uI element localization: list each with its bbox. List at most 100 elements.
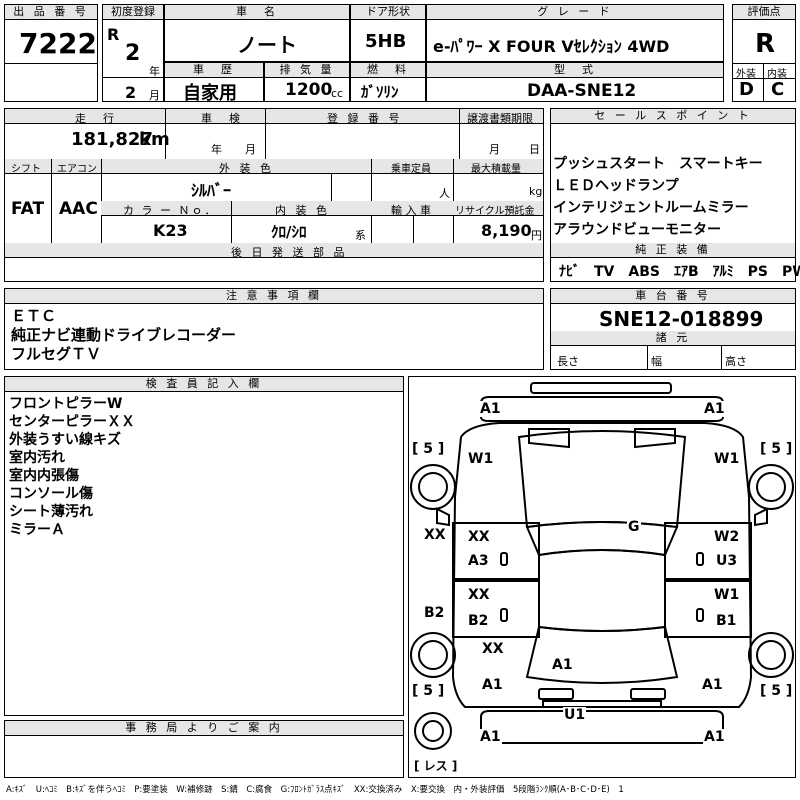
- chassis-box: 車 台 番 号 SNE12-018899 諸 元 長さ 幅 高さ: [550, 288, 796, 370]
- mark-tire-rear-right: [ 5 ]: [759, 683, 794, 699]
- first-registration-box: 初度登録 R 2 年 2 月: [102, 4, 164, 102]
- mark-back-door: U1: [563, 707, 587, 723]
- chassis-label: 車 台 番 号: [551, 289, 795, 304]
- shift-label: シフト: [11, 164, 41, 175]
- displacement-box: 排 気 量 1200 cc: [264, 62, 350, 102]
- lot-number: 7222: [19, 27, 97, 60]
- mark-tire-rear-left: [ 5 ]: [411, 683, 446, 699]
- ac: AAC: [59, 199, 98, 219]
- mark-front-door-left-1: XX: [467, 529, 491, 545]
- mark-quarter-left-2: A1: [481, 677, 504, 693]
- recycle-label: リサイクル預託金: [455, 206, 535, 217]
- max-load-label: 最大積載量: [471, 164, 521, 175]
- inspector-notes-label: 検 査 員 記 入 欄: [5, 377, 403, 392]
- mark-rear-door-right-2: B1: [715, 613, 738, 629]
- transfer-deadline-label: 譲渡書類期限: [467, 112, 533, 125]
- mark-rear-left: A1: [479, 729, 502, 745]
- rating-label: 評価点: [733, 5, 795, 20]
- car-outline: [410, 382, 794, 750]
- length-label: 長さ: [557, 355, 579, 368]
- mark-fender-right: W1: [713, 451, 741, 467]
- transfer-day-unit: 日: [529, 143, 540, 156]
- chassis-number: SNE12-018899: [599, 307, 764, 331]
- note-line: ＥＴＣ: [11, 307, 57, 325]
- inspector-note: フロントピラーW: [9, 396, 123, 412]
- vehicle-details-box: 走 行 車 検 登 録 番 号 譲渡書類期限 181,827 km 年 月 月 …: [4, 108, 544, 282]
- mark-tire-front-left: [ 5 ]: [411, 441, 446, 457]
- lot-number-box: 出 品 番 号 7222: [4, 4, 98, 102]
- grade-label: グ レ ー ド: [427, 5, 723, 20]
- inspector-note: センターピラーＸＸ: [9, 414, 135, 430]
- registration-month: 2: [125, 83, 137, 102]
- inspector-notes-list: フロントピラーW センターピラーＸＸ 外装うすい線キズ 室内汚れ 室内内張傷 コ…: [9, 395, 135, 539]
- inspector-note: シート薄汚れ: [9, 504, 93, 520]
- inspection-label: 車 検: [201, 112, 243, 125]
- capacity-unit: 人: [439, 187, 450, 200]
- later-parts-label: 後 日 発 送 部 品: [231, 246, 348, 259]
- inspector-note: 室内内張傷: [9, 468, 79, 484]
- interior-color: ｸﾛ/ｼﾛ: [271, 223, 307, 241]
- width-label: 幅: [651, 355, 662, 368]
- mark-step-left: B2: [423, 605, 446, 621]
- notes-box: 注 意 事 項 欄 ＥＴＣ 純正ナビ連動ドライブレコーダー フルセグＴＶ: [4, 288, 544, 370]
- notes-list: ＥＴＣ 純正ナビ連動ドライブレコーダー フルセグＴＶ: [11, 307, 236, 364]
- year-unit: 年: [149, 65, 160, 78]
- import-label: 輸 入 車: [391, 204, 431, 217]
- exterior-grade-label: 外装: [736, 69, 756, 80]
- office-notice-label: 事 務 局 よ り ご 案 内: [5, 721, 403, 736]
- genuine-equipment-label: 純 正 装 備: [551, 243, 795, 258]
- interior-color-label: 内 装 色: [275, 204, 330, 217]
- mark-front-right: A1: [703, 401, 726, 417]
- era: R: [107, 25, 120, 44]
- model-box: 型 式 DAA-SNE12: [426, 62, 724, 102]
- registration-year: 2: [125, 41, 141, 66]
- interior-color-unit: 系: [355, 229, 366, 242]
- displacement: 1200: [285, 80, 333, 100]
- rating-box: 評価点 R 外装 内装 D C: [732, 4, 796, 102]
- car-name-box: 車 名 ノート: [164, 4, 350, 62]
- model-label: 型 式: [427, 63, 723, 78]
- recycle-fee-unit: 円: [531, 229, 542, 242]
- history-box: 車 歴 自家用: [164, 62, 264, 104]
- legend: A:ｷｽﾞ U:ﾍｺﾐ B:ｷｽﾞを伴うﾍｺﾐ P:要塗装 W:補修跡 S:錆 …: [6, 785, 624, 795]
- mark-quarter-left-1: XX: [481, 641, 505, 657]
- height-label: 高さ: [725, 355, 747, 368]
- mark-tire-front-right: [ 5 ]: [759, 441, 794, 457]
- model-code: DAA-SNE12: [527, 81, 637, 101]
- sales-point: プッシュスタート スマートキー: [553, 156, 763, 172]
- genuine-equipment: ﾅﾋﾞ TV ABS ｴｱB ｱﾙﾐ PS PW: [559, 264, 800, 280]
- exterior-color: ｼﾙﾊﾞｰ: [191, 181, 232, 200]
- history-label: 車 歴: [165, 63, 263, 78]
- sales-points-list: プッシュスタート スマートキー ＬＥＤヘッドランプ インテリジェントルームミラー…: [553, 153, 763, 241]
- door-label: ドア形状: [351, 5, 425, 20]
- note-line: 純正ナビ連動ドライブレコーダー: [11, 326, 237, 344]
- interior-grade: C: [771, 79, 785, 100]
- grade: e-ﾊﾟﾜｰ X FOUR Vｾﾚｸｼｮﾝ 4WD: [433, 37, 670, 56]
- mileage-unit: km: [139, 129, 170, 150]
- office-notice-box: 事 務 局 よ り ご 案 内: [4, 720, 404, 778]
- car-name-label: 車 名: [165, 5, 349, 20]
- inspector-note: コンソール傷: [9, 486, 93, 502]
- month-unit: 月: [149, 89, 160, 102]
- mark-hood: G: [627, 519, 641, 535]
- note-line: フルセグＴＶ: [11, 345, 102, 363]
- damage-diagram: A1 A1 [ 5 ] [ 5 ] W1 W1 G XX XX A3 W2 U3…: [408, 376, 796, 778]
- specs-label: 諸 元: [551, 331, 795, 346]
- ac-label: エアコン: [57, 164, 97, 175]
- fuel-box: 燃 料 ｶﾞｿﾘﾝ: [350, 62, 426, 102]
- mark-fender-left: W1: [467, 451, 495, 467]
- mileage-label: 走 行: [75, 112, 117, 125]
- sales-point: インテリジェントルームミラー: [553, 200, 749, 216]
- sales-points-box: セ ー ル ス ポ イ ン ト プッシュスタート スマートキー ＬＥＤヘッドラン…: [550, 108, 800, 282]
- rating: R: [755, 29, 776, 59]
- mark-front-door-left-2: A3: [467, 553, 490, 569]
- history: 自家用: [183, 83, 237, 104]
- capacity-label: 乗車定員: [391, 164, 431, 175]
- door-box: ドア形状 5HB: [350, 4, 426, 62]
- car-name: ノート: [237, 33, 297, 57]
- inspector-note: 外装うすい線キズ: [9, 432, 121, 448]
- color-number: K23: [153, 221, 188, 240]
- inspection-year-unit: 年: [211, 143, 222, 156]
- sales-point: アラウンドビューモニター: [553, 222, 721, 238]
- transfer-month-unit: 月: [489, 143, 500, 156]
